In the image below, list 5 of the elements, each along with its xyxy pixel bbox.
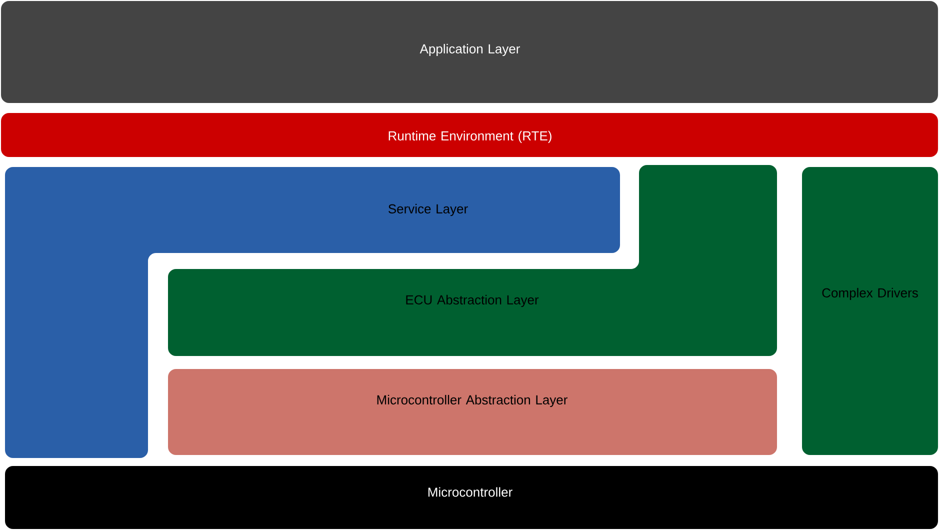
layer-block: Microcontroller Abstraction Layer (168, 369, 777, 455)
layer-block: Runtime Environment (RTE) (1, 113, 938, 157)
layer-block: Complex Drivers (802, 167, 938, 455)
layer-block: Microcontroller (5, 466, 938, 529)
layer-block: Application Layer (1, 1, 938, 103)
